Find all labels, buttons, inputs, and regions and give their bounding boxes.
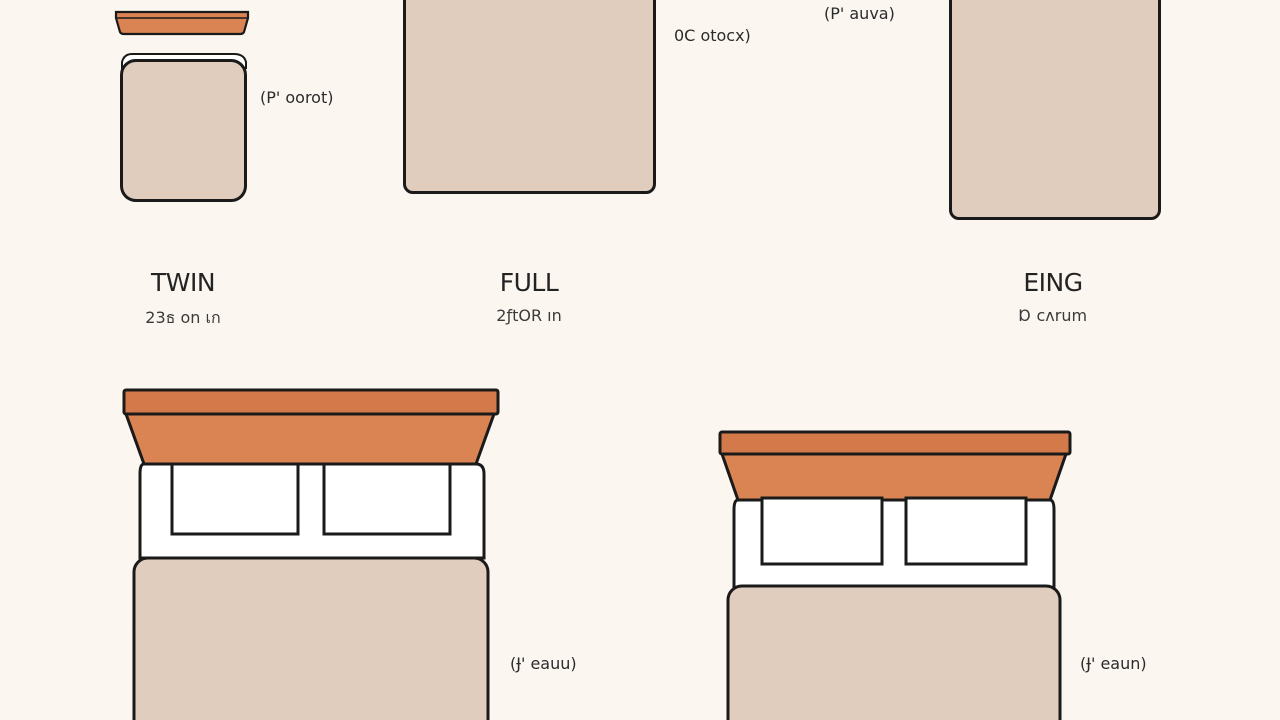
full-dimension-note: 0Ⅽ otocx) xyxy=(674,26,751,45)
right-bed-icon xyxy=(718,430,1072,720)
left-pillow-icon xyxy=(170,462,300,536)
king-size-label: Ɒ cʌrum xyxy=(1018,306,1088,325)
twin-mattress xyxy=(120,59,247,202)
left-bed-dimension-note: (Ɉ' eauu) xyxy=(510,654,577,673)
twin-size-label: 23ธ on เก xyxy=(145,308,221,327)
twin-label: TWIN xyxy=(150,268,216,297)
full-label: FULL xyxy=(499,268,559,297)
full-size-label: 2ƒtOR ın xyxy=(496,306,562,325)
left-headboard-icon xyxy=(123,412,497,466)
right-headboard-icon xyxy=(719,452,1069,502)
twin-headboard-icon xyxy=(114,10,250,36)
right-pillow-icon xyxy=(760,496,884,566)
king-mattress xyxy=(949,0,1161,220)
right-mattress-icon xyxy=(726,584,1062,720)
king-dimension-note: (P' auva) xyxy=(824,4,895,23)
left-headboard-top xyxy=(122,388,500,416)
right-pillow-icon xyxy=(904,496,1028,566)
full-mattress xyxy=(403,0,656,194)
twin-dimension-note: (P' oorot) xyxy=(260,88,334,107)
right-bed-dimension-note: (Ɉ' eaun) xyxy=(1080,654,1147,673)
king-label: EING xyxy=(1023,268,1083,297)
left-mattress-icon xyxy=(132,556,490,720)
left-bed-icon xyxy=(122,388,500,720)
left-pillow-icon xyxy=(322,462,452,536)
right-headboard-top xyxy=(718,430,1072,456)
